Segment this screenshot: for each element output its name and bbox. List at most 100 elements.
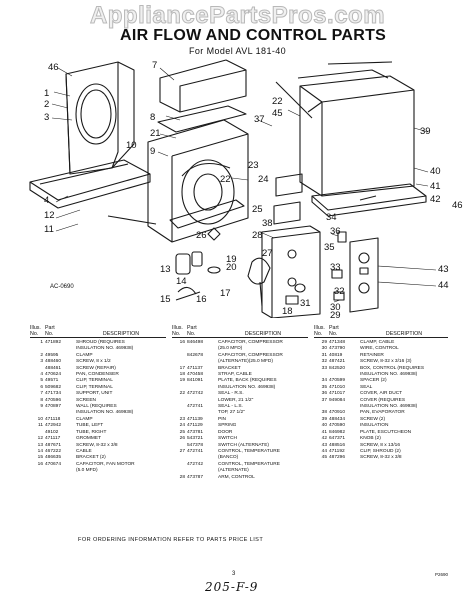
- part-number: 471118: [45, 416, 61, 422]
- illus-number: 36: [321, 391, 327, 397]
- part-description: CONTROL, TEMPERATURE (BANCO): [218, 448, 280, 461]
- part-number: 470590: [329, 423, 346, 429]
- illus-number: 3: [40, 359, 43, 365]
- part-number: 472742: [187, 461, 204, 467]
- description-header: DESCRIPTION: [244, 331, 282, 337]
- callout-14: 14: [176, 276, 187, 287]
- callout-43: 43: [438, 264, 449, 275]
- callout-38: 38: [262, 218, 273, 229]
- exploded-parts-diagram: 46 1 2 3 4 12 11 7 8 21 9 10 22 37 22 45…: [0, 56, 475, 318]
- part-description: SUPPORT, UNIT: [76, 391, 113, 397]
- illus-number: 16: [37, 461, 43, 467]
- part-description: CLIP, TERMINAL: [76, 384, 113, 390]
- catalog-code: P2690: [435, 572, 449, 577]
- part-number: 472741: [187, 404, 204, 410]
- illus-number: 37: [321, 397, 327, 403]
- part-description: PAN, CONDENSER: [76, 372, 119, 378]
- illus-number: 34: [321, 378, 327, 384]
- illus-number: 29: [321, 340, 327, 345]
- watermark: AppliancePartsPros.com: [89, 2, 386, 30]
- callout-21: 21: [150, 128, 161, 139]
- illus-number: [172, 462, 185, 475]
- part-description: PAN, EVAPORATOR: [360, 410, 405, 416]
- handwritten-annotation: 205-F-9: [205, 580, 259, 594]
- illus-header: Illus. No.: [172, 325, 183, 337]
- callout-11: 11: [44, 224, 54, 235]
- part-description: CAPACITOR, COMPRESSOR (ALTERNATE)(25.0 M…: [218, 352, 283, 365]
- part-description: COVER (REQUIRES INSULATION NO. 469938): [360, 397, 418, 410]
- part-number: 49102: [45, 429, 59, 435]
- illus-number: 11: [38, 423, 43, 429]
- illus-header: Illus. No.: [30, 325, 41, 337]
- part-header: Part No.: [45, 325, 55, 337]
- part-description: SCREW (2): [360, 416, 386, 422]
- part-description: BOX, CONTROL (REQUIRES INSULATION NO. 46…: [360, 365, 425, 378]
- illus-number: 45: [321, 455, 327, 461]
- part-number: 471010: [329, 384, 346, 390]
- part-number: 509682: [45, 384, 62, 390]
- part-description: WALL (REQUIRES INSULATION NO. 469938): [76, 404, 134, 416]
- illus-number: 43: [321, 442, 327, 448]
- part-number: 543721: [187, 436, 204, 442]
- part-number: 487296: [329, 455, 346, 461]
- illus-number: 18: [179, 372, 185, 378]
- part-number: 473781: [187, 429, 204, 435]
- part-description: CAPACITOR, COMPRESSOR (25.0 MFD): [218, 340, 283, 352]
- callout-2: 2: [44, 99, 49, 110]
- diagram-linework: [29, 59, 427, 318]
- part-number: 473787: [187, 474, 204, 480]
- callout-34: 34: [326, 212, 337, 223]
- part-description: STRAP, CABLE: [218, 372, 252, 378]
- part-number: 471892: [45, 340, 62, 345]
- part-description: SCREW, 8 x 13/16: [360, 442, 400, 448]
- part-description: CAPACITOR, FAN MOTOR (5.0 MFD): [76, 461, 135, 474]
- illus-header: Illus. No.: [314, 325, 325, 337]
- part-description: DOOR: [218, 429, 233, 435]
- illus-number: 1: [40, 340, 43, 345]
- illus-number: 25: [179, 429, 185, 435]
- parts-column-header: Illus. No. Part No. DESCRIPTION: [314, 324, 448, 338]
- part-header: Part No.: [187, 325, 197, 337]
- callout-16: 16: [196, 294, 207, 305]
- callout-46-left: 46: [48, 62, 59, 73]
- part-number: 470624: [45, 372, 62, 378]
- part-number: 471139: [187, 416, 203, 422]
- callout-40: 40: [430, 166, 441, 177]
- illus-number: [172, 404, 185, 417]
- callout-46-right: 46: [452, 200, 463, 211]
- part-description: RETAINER: [360, 352, 384, 358]
- callout-3: 3: [44, 112, 49, 123]
- illus-number: 39: [321, 416, 327, 422]
- model-subtitle: For Model AVL 181-40: [189, 46, 287, 56]
- part-description: SEAL - R.S. LOWER, 21 1/2": [218, 391, 254, 403]
- part-description: WIRE, CONTROL: [360, 346, 399, 352]
- illus-number: 44: [321, 448, 327, 454]
- callout-12: 12: [44, 210, 55, 221]
- illus-number: 32: [321, 359, 327, 365]
- part-description: SCREW, 8-32 x 3/8: [360, 455, 402, 461]
